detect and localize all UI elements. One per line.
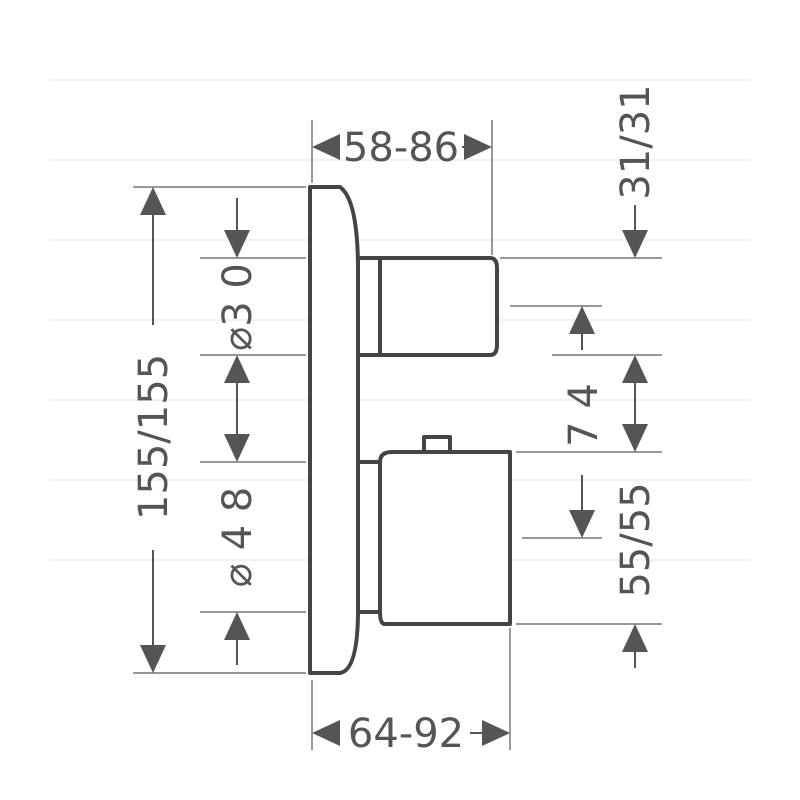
lower-knob	[378, 450, 512, 626]
arrow-head	[224, 230, 250, 258]
arrow-head	[482, 720, 510, 746]
dimension-total-height: 155/155	[131, 187, 177, 673]
upper-knob	[378, 256, 499, 357]
dimension-label-bottom-width: 64-92	[348, 711, 464, 757]
wall-plate	[308, 185, 360, 675]
arrow-head	[622, 230, 648, 258]
dimension-lower-diameter: ⌀ 4 8	[215, 434, 261, 665]
upper-knob-stem	[356, 256, 382, 357]
dimension-label-total-height: 155/155	[131, 354, 177, 520]
dimension-top-offset: 31/31	[613, 84, 659, 258]
temperature-stop-button	[422, 435, 452, 454]
arrow-head	[569, 306, 595, 334]
dimension-top-width: 58-86	[312, 125, 492, 171]
arrow-head	[140, 187, 166, 215]
arrow-head	[464, 134, 492, 160]
dimension-spacing: 7 4	[561, 306, 607, 538]
dimension-label-top-offset: 31/31	[613, 84, 659, 199]
dimension-bottom-offset: 55/55	[613, 355, 659, 668]
extension-lines	[133, 120, 662, 750]
arrow-head	[224, 612, 250, 640]
arrow-head	[622, 424, 648, 452]
dimension-label-upper-diameter: ⌀3 0	[215, 263, 261, 351]
mixer-outline	[308, 185, 512, 675]
arrow-head	[622, 355, 648, 383]
arrow-head	[224, 434, 250, 462]
arrow-head	[569, 510, 595, 538]
arrow-head	[140, 645, 166, 673]
dimension-bottom-width: 64-92	[312, 711, 510, 757]
dimension-label-lower-diameter: ⌀ 4 8	[215, 487, 261, 587]
arrow-head	[312, 134, 340, 160]
dimension-label-bottom-offset: 55/55	[613, 482, 659, 597]
arrow-head	[224, 355, 250, 383]
arrow-head	[622, 624, 648, 652]
arrow-head	[312, 720, 340, 746]
dimension-upper-diameter: ⌀3 0	[215, 198, 261, 436]
lower-knob-stem	[356, 460, 382, 614]
dimension-label-spacing: 7 4	[561, 383, 607, 447]
dimension-label-top-width: 58-86	[343, 125, 459, 171]
